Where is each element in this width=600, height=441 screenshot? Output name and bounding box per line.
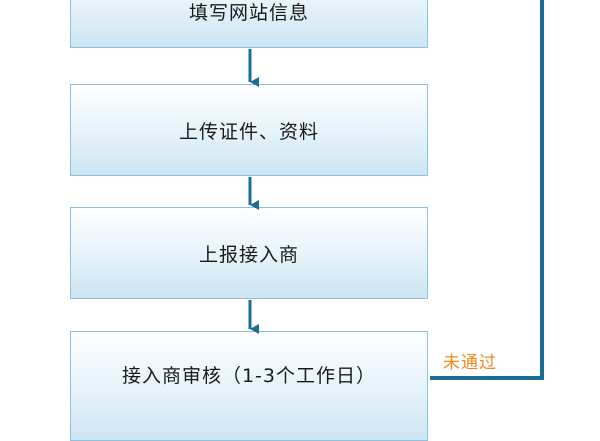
step-upload-documents-label: 上传证件、资料 [178, 120, 319, 143]
step-report-to-provider-label: 上报接入商 [198, 243, 299, 266]
step-fill-site-info: 填写网站信息 [70, 0, 428, 48]
reject-loop-line [430, 0, 544, 380]
step-fill-site-info-label: 填写网站信息 [188, 1, 309, 24]
reject-label: 未通过 [443, 353, 497, 373]
step-provider-review-label: 接入商审核（1-3个工作日） [121, 364, 377, 387]
step-report-to-provider: 上报接入商 [70, 207, 428, 299]
flow-connectors [248, 0, 544, 380]
step-upload-documents: 上传证件、资料 [70, 84, 428, 176]
